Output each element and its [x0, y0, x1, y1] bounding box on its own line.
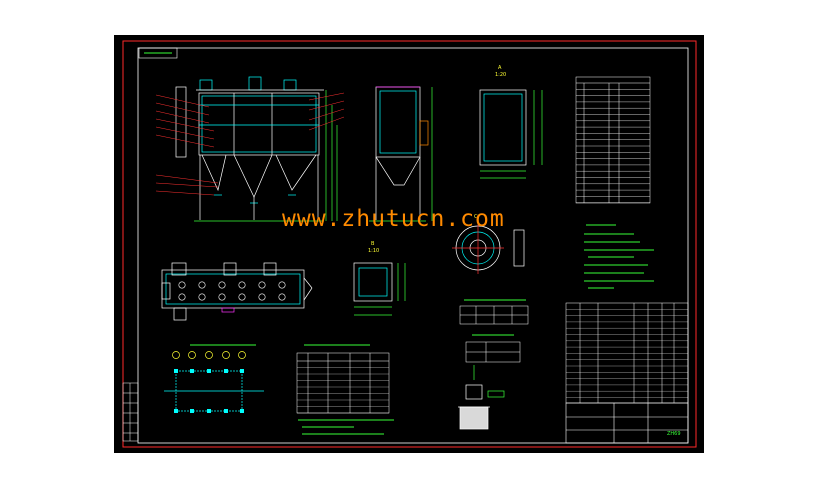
- plan-hole: [218, 293, 226, 301]
- plan-hole: [198, 293, 206, 301]
- axis-bubble: [188, 351, 196, 359]
- plan-hole: [258, 293, 266, 301]
- title-block: [565, 402, 689, 444]
- view-a: [479, 89, 543, 179]
- foundation-pad: [174, 369, 178, 373]
- plan-hole: [238, 281, 246, 289]
- side-view: [369, 86, 433, 222]
- foundation-pad: [224, 409, 228, 413]
- drawing-number-box: [138, 47, 178, 59]
- watermark: www.zhutucn.com: [282, 206, 505, 232]
- parts-list: [565, 302, 689, 404]
- foundation-detail: [458, 365, 505, 430]
- spec-table-rows: [576, 89, 650, 203]
- plan-hole: [278, 281, 286, 289]
- view-b: [353, 262, 406, 316]
- foundation-layout: [164, 344, 264, 412]
- foundation-pad: [207, 369, 211, 373]
- foundation-pad: [190, 369, 194, 373]
- plan-hole: [178, 293, 186, 301]
- parts-list-rows: [566, 309, 688, 398]
- axis-bubble: [205, 351, 213, 359]
- axis-bubble: [238, 351, 246, 359]
- load-table: [296, 344, 390, 414]
- outer-frame: [122, 40, 697, 448]
- view-a-scale: 1:20: [495, 72, 507, 78]
- plan-view-holes: [178, 281, 286, 301]
- material-table: [465, 334, 521, 363]
- plan-hole: [218, 281, 226, 289]
- plan-hole: [178, 281, 186, 289]
- plan-hole: [238, 293, 246, 301]
- foundation-pad: [207, 409, 211, 413]
- foundation-pad: [190, 409, 194, 413]
- foundation-nodes: [172, 351, 246, 413]
- plan-hole: [198, 281, 206, 289]
- technical-notes: [584, 224, 654, 289]
- binding-margin-table: [122, 382, 139, 442]
- spec-table: [575, 76, 651, 204]
- view-c: [452, 222, 525, 274]
- cad-drawing: [122, 40, 697, 448]
- foundation-pad: [240, 409, 244, 413]
- plan-hole: [258, 281, 266, 289]
- front-view-leaders: [155, 92, 345, 196]
- view-a-label: A: [498, 65, 502, 71]
- load-notes: [298, 419, 394, 435]
- foundation-pad: [224, 369, 228, 373]
- drawing-sheet: A 1:20 B 1:10 C ZH69: [114, 35, 704, 453]
- axis-bubble: [172, 351, 180, 359]
- view-b-scale: 1:10: [368, 248, 380, 254]
- plan-hole: [278, 293, 286, 301]
- title-block-code: ZH69: [667, 431, 681, 437]
- axis-bubble: [222, 351, 230, 359]
- weight-table: [459, 299, 529, 325]
- view-c-label: C: [474, 214, 478, 220]
- plan-view: [161, 262, 313, 321]
- front-view: [175, 76, 338, 222]
- foundation-pad: [174, 409, 178, 413]
- foundation-pad: [240, 369, 244, 373]
- load-table-rows: [297, 367, 389, 414]
- view-b-label: B: [371, 241, 375, 247]
- inner-frame: [137, 47, 689, 444]
